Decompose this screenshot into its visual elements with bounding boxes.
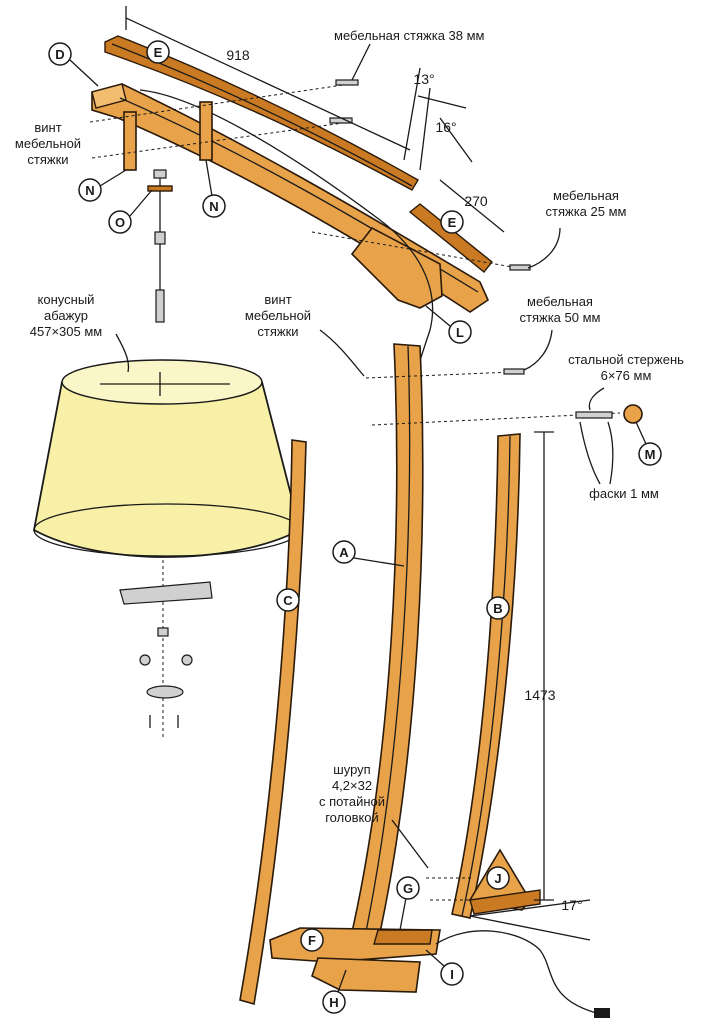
callout-b: B xyxy=(486,596,510,620)
label-screw-25-2: стяжка 25 мм xyxy=(546,204,627,219)
part-e-short-strip xyxy=(408,203,493,273)
svg-text:N: N xyxy=(85,183,94,198)
dim-angle-16: 16° xyxy=(435,119,456,135)
dim-angle-17: 17° xyxy=(561,897,582,913)
label-shade-3: 457×305 мм xyxy=(30,324,103,339)
svg-text:D: D xyxy=(55,47,64,62)
dim-1473: 1473 xyxy=(524,687,555,703)
label-screw-50-2: стяжка 50 мм xyxy=(520,310,601,325)
svg-text:G: G xyxy=(403,881,413,896)
callout-i: I xyxy=(440,962,464,986)
label-screw-25-1: мебельная xyxy=(553,188,619,203)
steel-rod xyxy=(575,411,613,419)
label-wood-screw-2: 4,2×32 xyxy=(332,778,372,793)
svg-text:H: H xyxy=(329,995,338,1010)
socket-cap xyxy=(146,685,184,699)
svg-text:N: N xyxy=(209,199,218,214)
svg-text:C: C xyxy=(283,593,293,608)
label-screw-38: мебельная стяжка 38 мм xyxy=(334,28,485,43)
dim-angle-13: 13° xyxy=(413,71,434,87)
plug xyxy=(594,1008,610,1018)
part-c-leg xyxy=(239,439,307,1006)
callout-n-left: N xyxy=(78,178,102,202)
part-o-washer xyxy=(147,185,173,192)
socket-nut xyxy=(153,169,167,179)
callout-o: O xyxy=(108,210,132,234)
callout-g: G xyxy=(396,876,420,900)
svg-text:E: E xyxy=(154,45,163,60)
part-n-left xyxy=(123,111,137,171)
power-cord xyxy=(435,930,601,1015)
callout-e-upper: E xyxy=(146,40,170,64)
label-vint-mid-1: винт xyxy=(264,292,291,307)
callout-c: C xyxy=(276,588,300,612)
label-vint-left-1: винт xyxy=(34,120,61,135)
label-wood-screw-1: шуруп xyxy=(333,762,370,777)
label-shade-1: конусный xyxy=(38,292,95,307)
part-g-spacer xyxy=(373,929,433,945)
callout-l: L xyxy=(448,320,472,344)
part-h-foot xyxy=(311,957,421,993)
callout-d: D xyxy=(48,42,72,66)
svg-text:E: E xyxy=(448,215,457,230)
arm-bracket xyxy=(350,226,443,309)
part-e-upper-strip xyxy=(104,35,419,191)
svg-text:B: B xyxy=(493,601,502,616)
label-vint-left-3: стяжки xyxy=(27,152,68,167)
label-chamfer: фаски 1 мм xyxy=(589,486,659,501)
part-a-leg xyxy=(344,343,424,961)
label-wood-screw-3: с потайной xyxy=(319,794,385,809)
callout-a: A xyxy=(332,540,356,564)
label-wood-screw-4: головкой xyxy=(325,810,379,825)
svg-text:I: I xyxy=(450,967,454,982)
part-n-right xyxy=(199,101,213,161)
label-rod-2: 6×76 мм xyxy=(601,368,652,383)
label-shade-2: абажур xyxy=(44,308,88,323)
callout-j: J xyxy=(486,866,510,890)
svg-text:A: A xyxy=(339,545,349,560)
screw-25 xyxy=(509,264,531,271)
label-vint-mid-2: мебельной xyxy=(245,308,311,323)
callout-m: M xyxy=(638,442,662,466)
label-rod-1: стальной стержень xyxy=(568,352,684,367)
callout-n-right: N xyxy=(202,194,226,218)
svg-text:M: M xyxy=(645,447,656,462)
lamp-socket xyxy=(119,581,213,605)
screw-38 xyxy=(335,79,359,86)
dim-918: 918 xyxy=(226,47,250,63)
callout-f: F xyxy=(300,928,324,952)
callout-e-short: E xyxy=(440,210,464,234)
svg-text:O: O xyxy=(115,215,125,230)
dim-270: 270 xyxy=(464,193,488,209)
threaded-rod xyxy=(155,289,165,323)
svg-text:L: L xyxy=(456,325,464,340)
label-vint-left-2: мебельной xyxy=(15,136,81,151)
callout-h: H xyxy=(322,990,346,1014)
label-screw-50-1: мебельная xyxy=(527,294,593,309)
part-m-cap xyxy=(623,404,643,424)
svg-text:F: F xyxy=(308,933,316,948)
part-b-leg xyxy=(451,433,521,919)
screw-50 xyxy=(503,368,525,375)
svg-text:J: J xyxy=(494,871,501,886)
label-vint-mid-3: стяжки xyxy=(257,324,298,339)
